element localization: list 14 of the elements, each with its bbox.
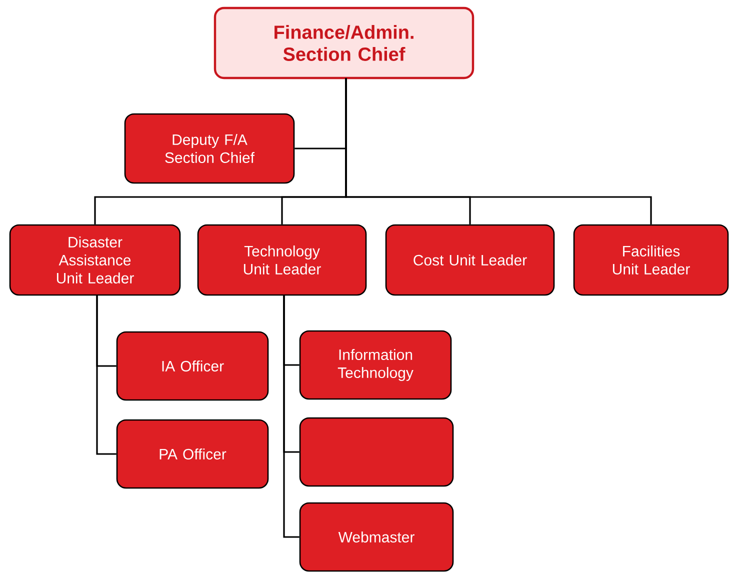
connector-line: [345, 78, 652, 224]
position-box: Deputy F/A Section Chief: [124, 113, 295, 184]
position-box: Webmaster: [299, 502, 454, 572]
chief-box: Finance/Admin. Section Chief: [214, 6, 474, 80]
position-box: Disaster Assistance Unit Leader: [9, 224, 181, 296]
position-box: [299, 417, 454, 487]
position-box: Cost Unit Leader: [385, 224, 555, 296]
connector-line: [96, 295, 116, 455]
position-box: Information Technology: [299, 330, 452, 400]
position-box: IA Officer: [116, 331, 269, 401]
connector-line: [283, 295, 300, 538]
position-box: Facilities Unit Leader: [573, 224, 729, 296]
position-box: Technology Unit Leader: [197, 224, 367, 296]
position-box: PA Officer: [116, 419, 269, 489]
